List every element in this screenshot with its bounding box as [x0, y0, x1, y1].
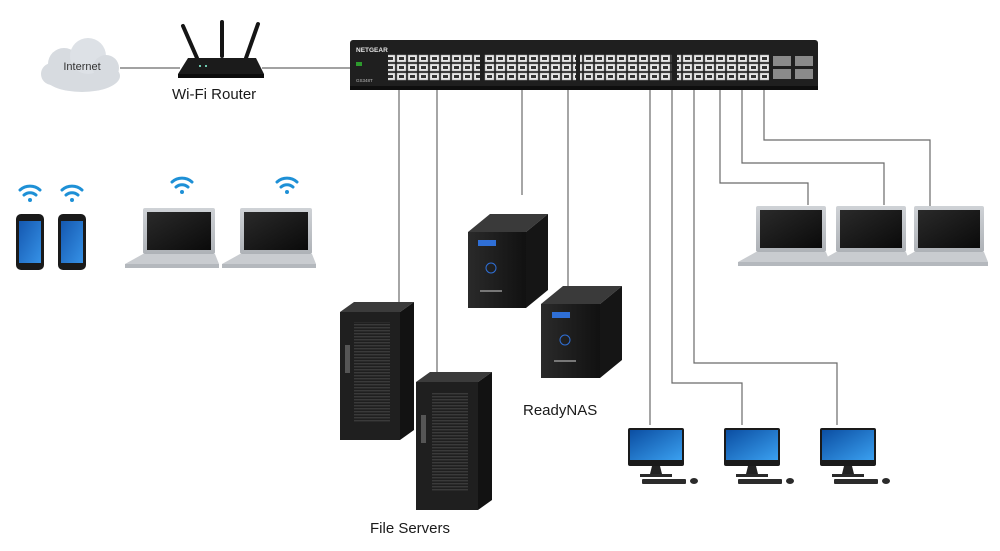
wifi-router-icon — [178, 20, 264, 78]
router-label: Wi-Fi Router — [172, 86, 257, 103]
file-servers-label: File Servers — [370, 520, 451, 537]
smartphone-icon — [58, 214, 86, 270]
switch-model: GS348T — [356, 78, 373, 83]
laptop-icon — [896, 206, 988, 266]
smartphone-icon — [16, 214, 44, 270]
server-tower-icon — [340, 302, 414, 440]
internet-label: Internet — [63, 61, 100, 73]
nas-device-icon — [468, 214, 548, 308]
wifi-icon — [60, 184, 84, 202]
wifi-icon — [275, 176, 299, 194]
desktop-computer-icon — [820, 428, 890, 484]
switch-brand: NETGEAR — [356, 47, 388, 54]
laptop-icon — [125, 208, 219, 268]
cable-laptop-r1 — [719, 90, 809, 205]
wifi-icon — [170, 176, 194, 194]
nas-device-icon — [541, 286, 622, 378]
desktop-computer-icon — [724, 428, 794, 484]
server-tower-icon — [416, 372, 492, 510]
wifi-icon — [18, 184, 42, 202]
nas-label: ReadyNAS — [523, 402, 598, 419]
cables — [120, 67, 931, 425]
cable-laptop-r3 — [763, 90, 931, 248]
laptop-icon — [222, 208, 316, 268]
laptop-icon — [738, 206, 830, 266]
network-switch: NETGEAR GS348T — [350, 40, 818, 90]
laptop-icon — [818, 206, 910, 266]
cable-laptop-r2 — [741, 90, 885, 205]
cable-desktop-2 — [671, 90, 743, 425]
internet-cloud-icon: Internet — [41, 38, 120, 92]
desktop-computer-icon — [628, 428, 698, 484]
cable-desktop-3 — [693, 90, 838, 425]
